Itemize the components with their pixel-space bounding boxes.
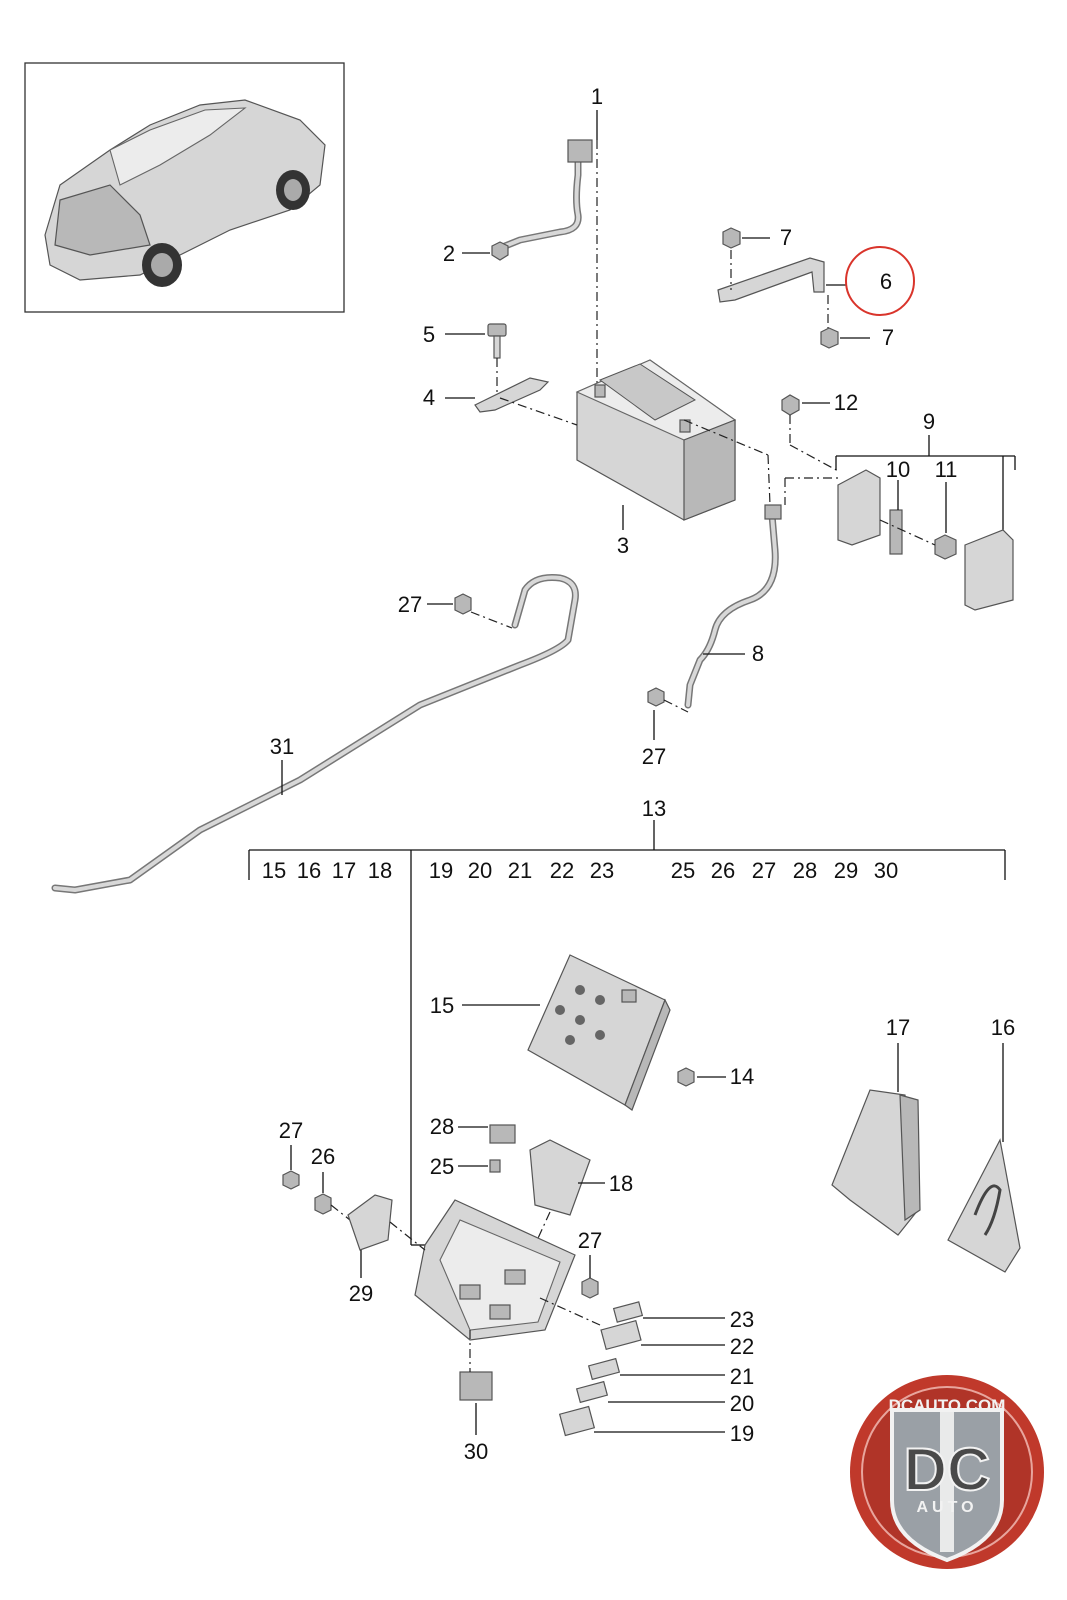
callout-17: 17 [886, 1015, 910, 1040]
callout-16: 16 [991, 1015, 1015, 1040]
group-label-25: 25 [671, 858, 695, 883]
relay-part-30 [459, 1330, 493, 1435]
fuse-clip-part-20 [575, 1380, 725, 1404]
battery-cable-part-1 [496, 110, 598, 392]
highlight-circle [845, 246, 915, 316]
bolt-part-5 [445, 323, 507, 392]
callout-20: 20 [730, 1391, 754, 1416]
dcauto-logo: DCAUTO.COM DC AUTO [850, 1375, 1044, 1569]
callout-7-bottom: 7 [882, 325, 894, 350]
vehicle-thumbnail [24, 62, 345, 313]
callout-13: 13 [642, 796, 666, 821]
fuse-clip-part-23 [612, 1301, 725, 1323]
bracket-part-29 [347, 1194, 426, 1278]
callout-27-right: 27 [578, 1228, 602, 1253]
nut-part-27-upper [427, 593, 513, 629]
control-unit-part-15 [462, 954, 671, 1111]
group-label-28: 28 [793, 858, 817, 883]
nut-part-27-left [282, 1145, 300, 1190]
ground-cable-part-8 [683, 419, 782, 709]
callout-8: 8 [752, 641, 764, 666]
fuse-carrier-part-18 [527, 1139, 605, 1261]
callout-29: 29 [349, 1281, 373, 1306]
callout-31: 31 [270, 734, 294, 759]
group-label-30: 30 [874, 858, 898, 883]
module-part-17 [831, 1043, 921, 1236]
group-label-17: 17 [332, 858, 356, 883]
group-label-20: 20 [468, 858, 492, 883]
callout-21: 21 [730, 1364, 754, 1389]
nut-part-7-bottom [820, 327, 870, 349]
callout-6: 6 [880, 269, 892, 294]
fuse-part-25 [458, 1159, 501, 1173]
callout-23: 23 [730, 1307, 754, 1332]
callout-5: 5 [423, 322, 435, 347]
cable-harness-part-31 [51, 574, 579, 894]
callout-4: 4 [423, 385, 435, 410]
fuse-part-10 [889, 480, 903, 555]
callout-26: 26 [311, 1144, 335, 1169]
battery-part-3 [575, 359, 737, 530]
callout-15: 15 [430, 993, 454, 1018]
logo-monogram: DC [904, 1436, 991, 1503]
callout-10: 10 [886, 457, 910, 482]
group-label-21: 21 [508, 858, 532, 883]
callout-labels: 1 2 3 4 5 6 7 7 8 9 10 11 12 13 14 15 16… [270, 84, 1015, 1464]
callout-25: 25 [430, 1154, 454, 1179]
callout-18: 18 [609, 1171, 633, 1196]
group-label-29: 29 [834, 858, 858, 883]
callout-30: 30 [464, 1439, 488, 1464]
callout-22: 22 [730, 1334, 754, 1359]
callout-27-lower: 27 [642, 744, 666, 769]
group-label-15: 15 [262, 858, 286, 883]
central-fuse-box [414, 1199, 601, 1341]
callout-27-upper: 27 [398, 592, 422, 617]
logo-word: AUTO [916, 1499, 977, 1516]
group-label-18: 18 [368, 858, 392, 883]
callout-19: 19 [730, 1421, 754, 1446]
callout-7-top: 7 [780, 225, 792, 250]
callout-28: 28 [430, 1114, 454, 1139]
module-part-16 [947, 1043, 1021, 1273]
callout-11: 11 [935, 457, 958, 482]
group-label-27: 27 [752, 858, 776, 883]
nut-part-7-top [722, 227, 770, 249]
group-label-23: 23 [590, 858, 614, 883]
fuse-clip-part-21 [587, 1357, 725, 1381]
fuse-clip-part-19 [558, 1405, 725, 1437]
callout-3: 3 [617, 533, 629, 558]
group-label-22: 22 [550, 858, 574, 883]
nut-part-14 [677, 1067, 726, 1087]
nut-part-12 [781, 394, 841, 473]
callout-27-left: 27 [279, 1118, 303, 1143]
fuse-holder-part-9 [784, 435, 1016, 611]
nut-part-27-right [581, 1255, 599, 1299]
logo-site-text: DCAUTO.COM [889, 1396, 1006, 1415]
callout-14: 14 [730, 1064, 754, 1089]
relay-part-28 [458, 1124, 516, 1144]
nut-part-27-lower [647, 687, 689, 740]
callout-12: 12 [834, 390, 858, 415]
bracket-part-6 [717, 246, 915, 328]
callout-1: 1 [591, 84, 603, 109]
callout-2: 2 [443, 241, 455, 266]
nut-part-26 [314, 1172, 351, 1221]
group-13-bracket [248, 820, 1006, 1246]
group-label-19: 19 [429, 858, 453, 883]
group-13-labels: 15 16 17 18 19 20 21 22 23 25 26 27 28 2… [262, 858, 898, 883]
group-label-16: 16 [297, 858, 321, 883]
group-label-26: 26 [711, 858, 735, 883]
nut-part-11 [879, 482, 957, 560]
nut-part-2 [462, 241, 509, 261]
callout-9: 9 [923, 409, 935, 434]
fuse-clip-part-22 [600, 1319, 725, 1351]
hold-down-clamp-part-4 [445, 377, 578, 426]
